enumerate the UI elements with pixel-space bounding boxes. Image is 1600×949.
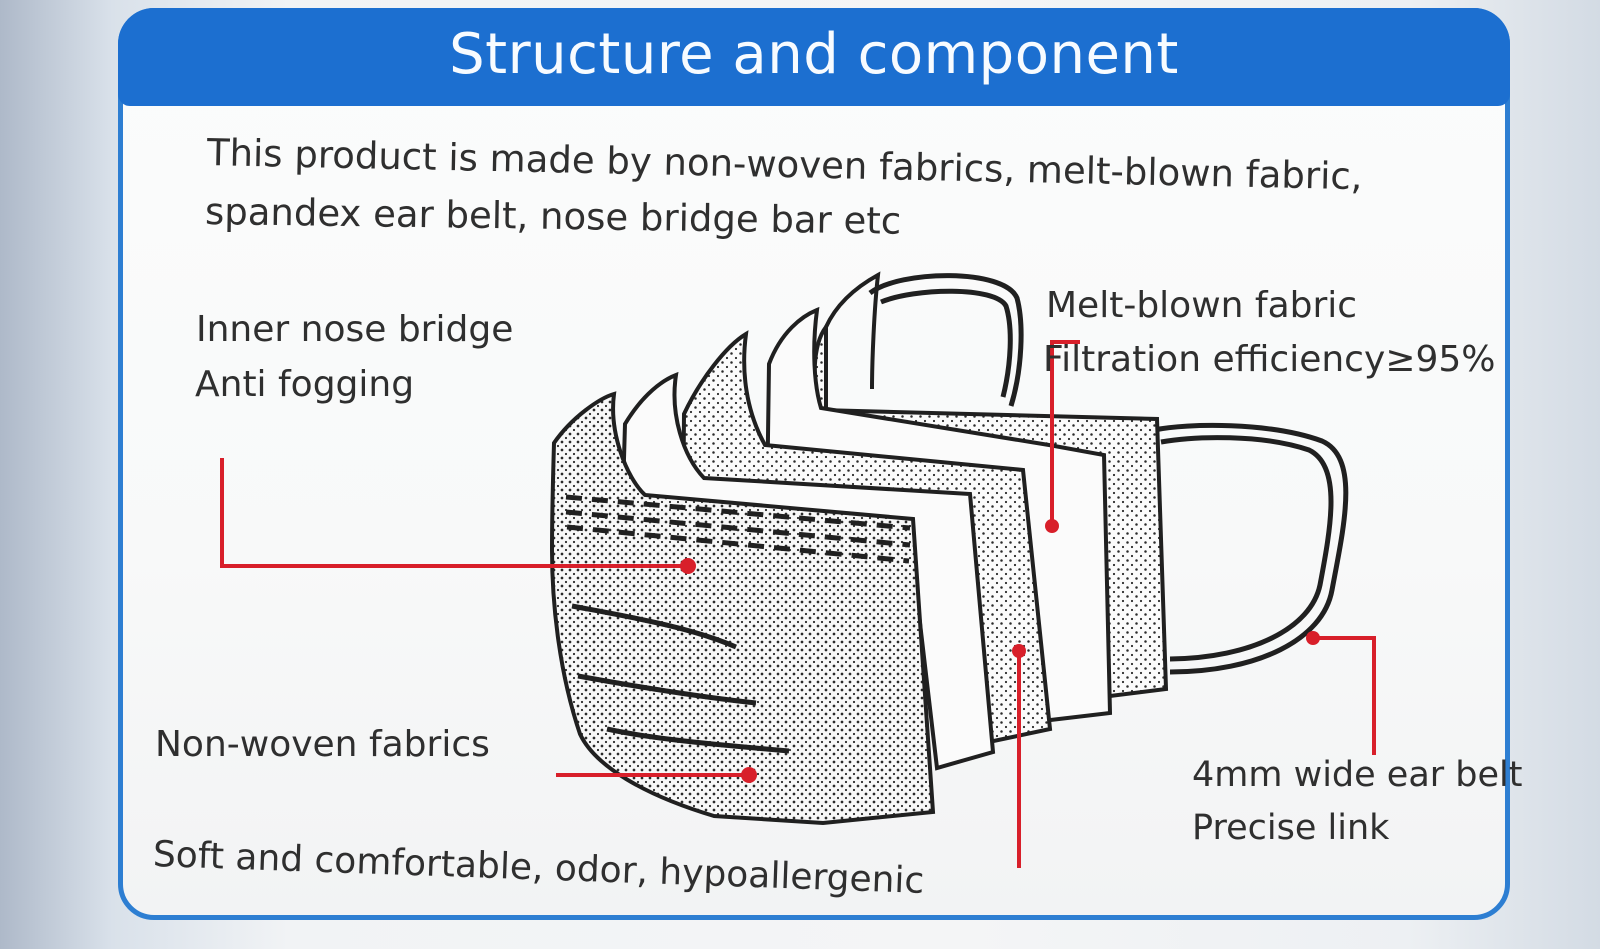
soft-comfortable-dot [1012, 644, 1026, 658]
melt-blown-leader [1050, 340, 1080, 526]
anti-fogging-label: Anti fogging [195, 364, 415, 405]
ear-belt-label: 4mm wide ear belt [1192, 755, 1523, 795]
nose-bridge-label: Inner nose bridge [196, 309, 514, 350]
nose-bridge-leader [220, 458, 686, 568]
title-banner: Structure and component [118, 8, 1510, 106]
filtration-efficiency-label: Filtration efficiency≥95% [1043, 339, 1496, 380]
panel-title: Structure and component [449, 22, 1179, 87]
non-woven-label: Non-woven fabrics [155, 724, 490, 765]
non-woven-dot [741, 767, 757, 783]
leader-dots [680, 519, 1320, 783]
back-ear-loop [868, 273, 1349, 675]
ear-belt-dot [1306, 631, 1320, 645]
ear-belt-leader [1313, 636, 1376, 755]
leader-lines [220, 340, 1376, 868]
precise-link-label: Precise link [1192, 808, 1390, 848]
melt-blown-dot [1045, 519, 1059, 533]
outer-non-woven-layer [549, 391, 936, 826]
melt-blown-label: Melt-blown fabric [1046, 285, 1358, 326]
nose-bridge-dot [680, 558, 696, 574]
